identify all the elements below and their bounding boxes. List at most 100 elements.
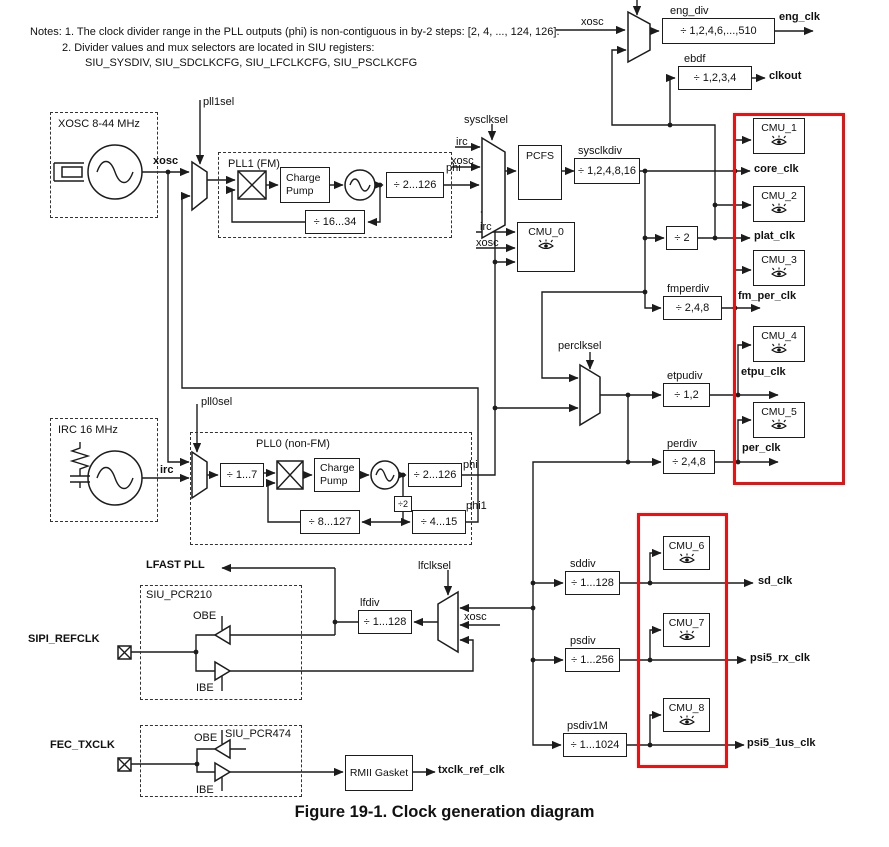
clock-monitor-eye-icon [771, 343, 787, 354]
pll0-half-divider-box: ÷2 [394, 496, 412, 512]
siu-pcr210-label: SIU_PCR210 [146, 589, 213, 601]
sysclkdiv-box: ÷ 1,2,4,8,16 [574, 158, 640, 184]
lfclksel-label: lfclksel [418, 560, 452, 572]
clock-monitor-eye-icon [771, 135, 787, 146]
perclksel-mux-icon [579, 363, 601, 427]
clock-monitor-eye-icon [678, 715, 695, 726]
xosc-output-label: xosc [153, 155, 179, 167]
fmperdiv-box: ÷ 2,4,8 [663, 296, 722, 320]
etpu-clk-label: etpu_clk [741, 366, 786, 378]
fm-per-clk-label: fm_per_clk [738, 290, 797, 302]
junction-dots [165, 122, 741, 767]
ebdf-label: ebdf [684, 53, 706, 65]
pll0-charge-pump-box: Charge Pump [314, 458, 360, 492]
pll0-vco-icon [370, 460, 400, 490]
clkout-label: clkout [769, 70, 802, 82]
lfdiv-label: lfdiv [360, 597, 380, 609]
cmu6-name: CMU_6 [668, 540, 705, 552]
pcfs-box: PCFS [518, 145, 562, 200]
lfast-pll-label: LFAST PLL [146, 559, 205, 571]
pll0-phi1-label: phi1 [466, 500, 487, 512]
sipi-obe-buffer-icon [213, 624, 231, 646]
pll0-phi-label: phi [463, 459, 478, 471]
fec-txclk-label: FEC_TXCLK [50, 739, 115, 751]
cmu8-name: CMU_8 [668, 702, 705, 714]
pll0-ref-mux-icon [191, 450, 208, 500]
clock-monitor-eye-icon [678, 630, 695, 641]
cmu8-box: CMU_8 [663, 698, 710, 732]
pll0-pre-divider-box: ÷ 1...7 [220, 463, 264, 487]
pll0-phase-detector-icon [276, 460, 304, 490]
xosc-title: XOSC 8-44 MHz [58, 118, 140, 130]
sipi-ibe-label: IBE [196, 682, 214, 694]
cmu7-box: CMU_7 [663, 613, 710, 647]
cmu1-name: CMU_1 [761, 122, 797, 134]
irc-title: IRC 16 MHz [58, 424, 118, 436]
xosc-oscillator-icon [53, 144, 143, 200]
sipi-refclk-label: SIPI_REFCLK [28, 633, 100, 645]
sysclksel-irc-stub-label: irc [456, 136, 468, 148]
sipi-obe-label: OBE [193, 610, 217, 622]
psdiv-label: psdiv [570, 635, 596, 647]
pll0-title: PLL0 (non-FM) [256, 438, 330, 450]
per-clk-label: per_clk [742, 442, 781, 454]
eng-clk-label: eng_clk [779, 11, 820, 23]
pll0sel-label: pll0sel [201, 396, 233, 408]
cmu0-name: CMU_0 [528, 226, 564, 238]
div2-box: ÷ 2 [666, 226, 698, 250]
pll1sel-label: pll1sel [203, 96, 235, 108]
pll1-fb-divider-box: ÷ 16...34 [305, 210, 365, 234]
clock-monitor-eye-icon [771, 267, 787, 278]
ebdf-box: ÷ 1,2,3,4 [678, 66, 752, 90]
cmu0-xosc-stub-label: xosc [476, 237, 499, 249]
cmu1-box: CMU_1 [753, 118, 805, 154]
pll1-charge-pump-box: Charge Pump [280, 167, 330, 203]
siu-pcr474-block [140, 725, 302, 797]
pll1-vco-icon [344, 169, 376, 201]
figure-caption: Figure 19-1. Clock generation diagram [294, 803, 595, 821]
cmu6-box: CMU_6 [663, 536, 710, 570]
sysclksel-xosc-stub-label: xosc [451, 155, 474, 167]
fec-ibe-label: IBE [196, 784, 214, 796]
pll1-block [218, 152, 452, 238]
siu-pcr474-label: SIU_PCR474 [225, 728, 292, 740]
pll1-ref-mux-icon [191, 160, 208, 212]
cmu-highlight-box-1 [733, 113, 845, 485]
cmu4-name: CMU_4 [761, 330, 797, 342]
fmperdiv-label: fmperdiv [667, 283, 710, 295]
fec-obe-label: OBE [194, 732, 218, 744]
cmu3-box: CMU_3 [753, 250, 805, 286]
rmii-gasket-box: RMII Gasket [345, 755, 413, 791]
siu-pcr210-block [140, 585, 302, 700]
xosc-signal-label: xosc [581, 16, 604, 28]
sysclksel-mux-icon [481, 136, 506, 240]
etpudiv-label: etpudiv [667, 370, 703, 382]
pll1-phi-label: phi [446, 162, 461, 174]
cmu-highlight-box-2 [637, 513, 728, 768]
cmu4-box: CMU_4 [753, 326, 805, 362]
irc-oscillator-icon [69, 442, 143, 506]
xosc-block [50, 112, 158, 218]
perdiv-box: ÷ 2,4,8 [663, 450, 715, 474]
cmu5-box: CMU_5 [753, 402, 805, 438]
lfclksel-mux-icon [437, 590, 459, 654]
fec-txclk-pad-icon [117, 757, 132, 772]
clock-monitor-eye-icon [771, 419, 787, 430]
etpudiv-box: ÷ 1,2 [663, 383, 710, 407]
cmu0-irc-stub-label: irc [480, 221, 492, 233]
cmu7-name: CMU_7 [668, 617, 705, 629]
eng-clk-mux-icon [627, 10, 651, 64]
pll0-phi1-divider-box: ÷ 4...15 [412, 510, 466, 534]
pll0-fwd-divider-box: ÷ 2...126 [408, 463, 462, 487]
pll1-title: PLL1 (FM) [228, 158, 280, 170]
lfclksel-xosc-stub-label: xosc [464, 611, 487, 623]
sysclkdiv-label: sysclkdiv [578, 145, 623, 157]
pll0-fb-divider-box: ÷ 8...127 [300, 510, 360, 534]
sipi-refclk-pad-icon [117, 645, 132, 660]
clock-monitor-eye-icon [771, 203, 787, 214]
fec-obe-buffer-icon [213, 738, 231, 760]
sysclksel-label: sysclksel [464, 114, 509, 126]
perclksel-label: perclksel [558, 340, 602, 352]
core-clk-label: core_clk [754, 163, 799, 175]
